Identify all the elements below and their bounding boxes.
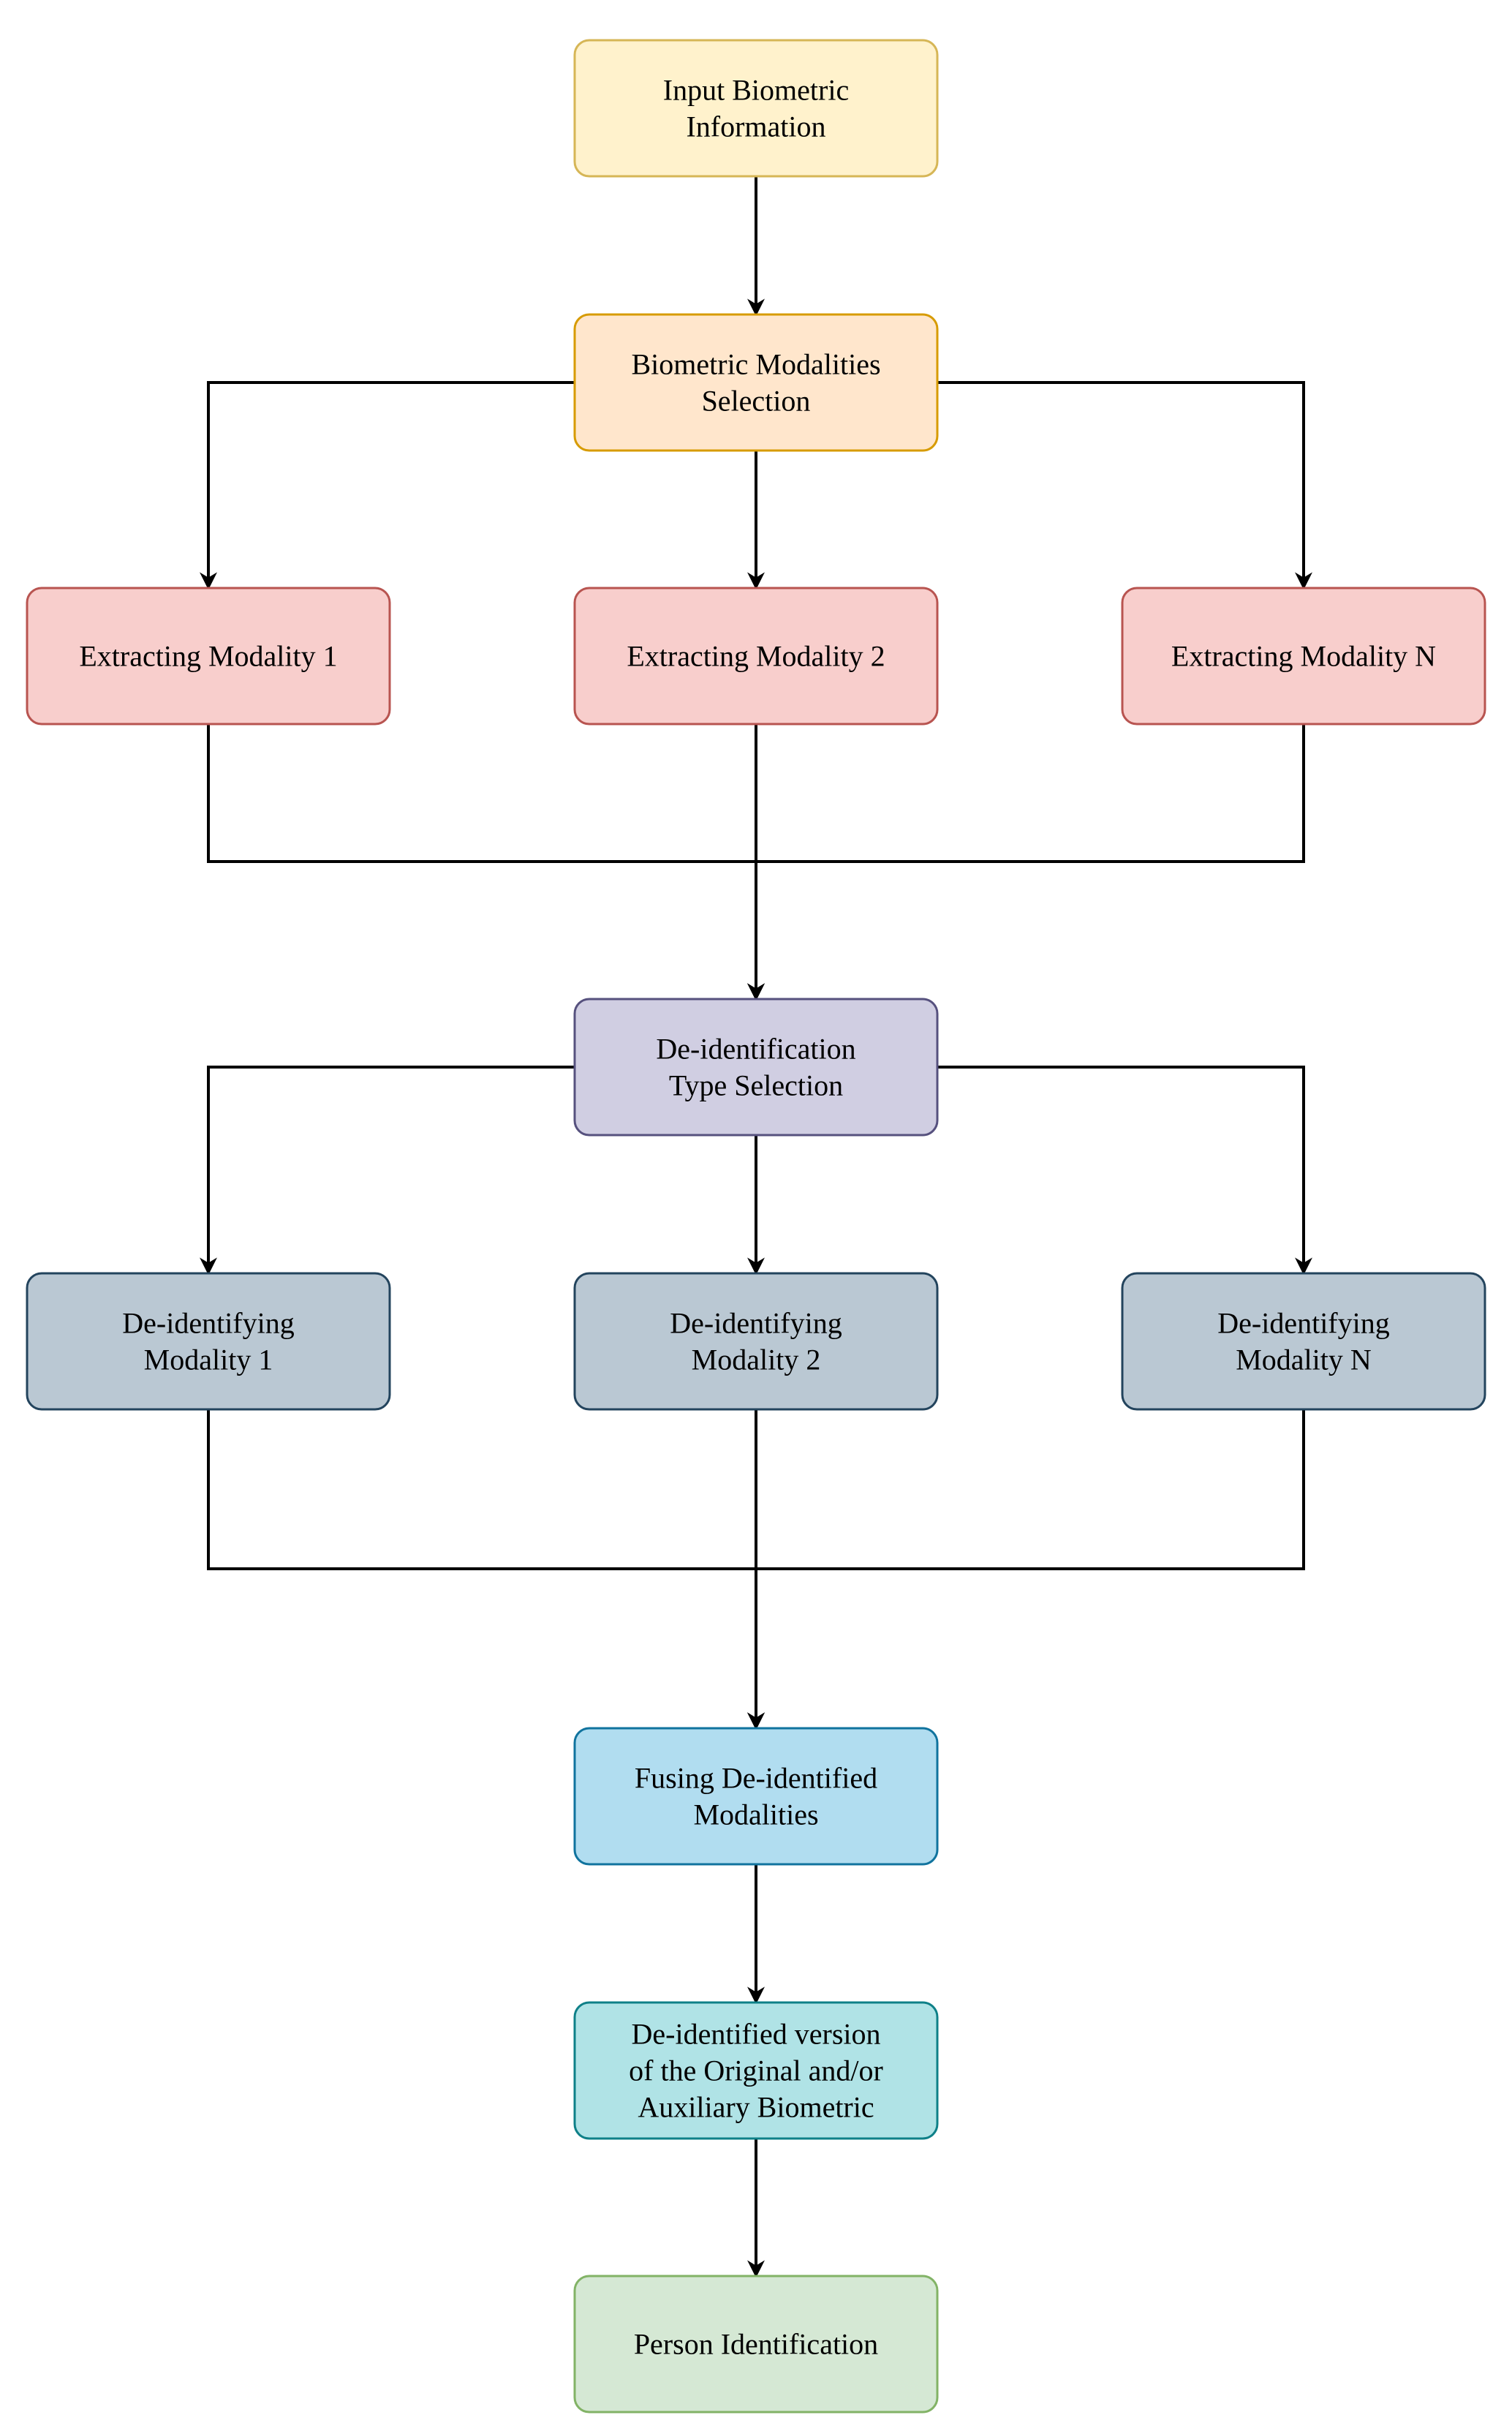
node-label-fusing: Fusing De-identified xyxy=(635,1762,877,1795)
node-label-deidVersion: of the Original and/or xyxy=(629,2054,883,2087)
node-box-deid2 xyxy=(573,1272,939,1411)
arrow-extractN-to-deidType xyxy=(747,724,1305,1001)
node-box-person xyxy=(573,2275,939,2414)
node-label-input: Information xyxy=(686,110,825,143)
node-box-deidVersion xyxy=(573,2001,939,2140)
arrow-deid1-to-fusing xyxy=(207,1409,765,1730)
node-label-deidVersion: Auxiliary Biometric xyxy=(638,2091,874,2124)
node-box-deidN xyxy=(1121,1272,1486,1411)
edges-layer xyxy=(200,176,1312,2278)
node-label-deidN: Modality N xyxy=(1236,1344,1372,1376)
node-label-input: Input Biometric xyxy=(663,74,849,107)
node-extract1: Extracting Modality 1 xyxy=(26,587,391,726)
node-label-deid2: De-identifying xyxy=(670,1307,842,1340)
node-label-deidType: Type Selection xyxy=(669,1069,843,1102)
node-box-selection xyxy=(573,313,939,452)
node-label-extractN: Extracting Modality N xyxy=(1171,640,1436,673)
node-person: Person Identification xyxy=(573,2275,939,2414)
node-box-extract1 xyxy=(26,587,391,726)
node-box-deid1 xyxy=(26,1272,391,1411)
arrow-selection-to-extractN xyxy=(937,381,1312,590)
node-label-deid1: Modality 1 xyxy=(144,1344,273,1376)
node-label-extract2: Extracting Modality 2 xyxy=(627,640,885,673)
arrow-deidType-to-deidN xyxy=(937,1066,1312,1276)
node-label-extract1: Extracting Modality 1 xyxy=(79,640,337,673)
node-label-fusing: Modalities xyxy=(693,1798,818,1831)
node-label-deid1: De-identifying xyxy=(122,1307,295,1340)
node-label-deid2: Modality 2 xyxy=(692,1344,821,1376)
node-label-selection: Biometric Modalities xyxy=(631,348,880,381)
node-label-person: Person Identification xyxy=(634,2328,878,2361)
node-extract2: Extracting Modality 2 xyxy=(573,587,939,726)
arrow-deidType-to-deid1 xyxy=(200,1066,575,1276)
node-box-extract2 xyxy=(573,587,939,726)
arrow-extract1-to-deidType xyxy=(207,724,765,1001)
node-box-extractN xyxy=(1121,587,1486,726)
node-box-deidType xyxy=(573,998,939,1137)
node-label-deidVersion: De-identified version xyxy=(632,2018,881,2051)
node-label-deidN: De-identifying xyxy=(1217,1307,1390,1340)
node-label-selection: Selection xyxy=(702,385,811,418)
node-label-deidType: De-identification xyxy=(656,1033,855,1066)
node-extractN: Extracting Modality N xyxy=(1121,587,1486,726)
node-box-input xyxy=(573,39,939,178)
arrow-selection-to-extract1 xyxy=(200,381,575,590)
arrow-deidN-to-fusing xyxy=(747,1409,1305,1730)
node-box-fusing xyxy=(573,1727,939,1866)
